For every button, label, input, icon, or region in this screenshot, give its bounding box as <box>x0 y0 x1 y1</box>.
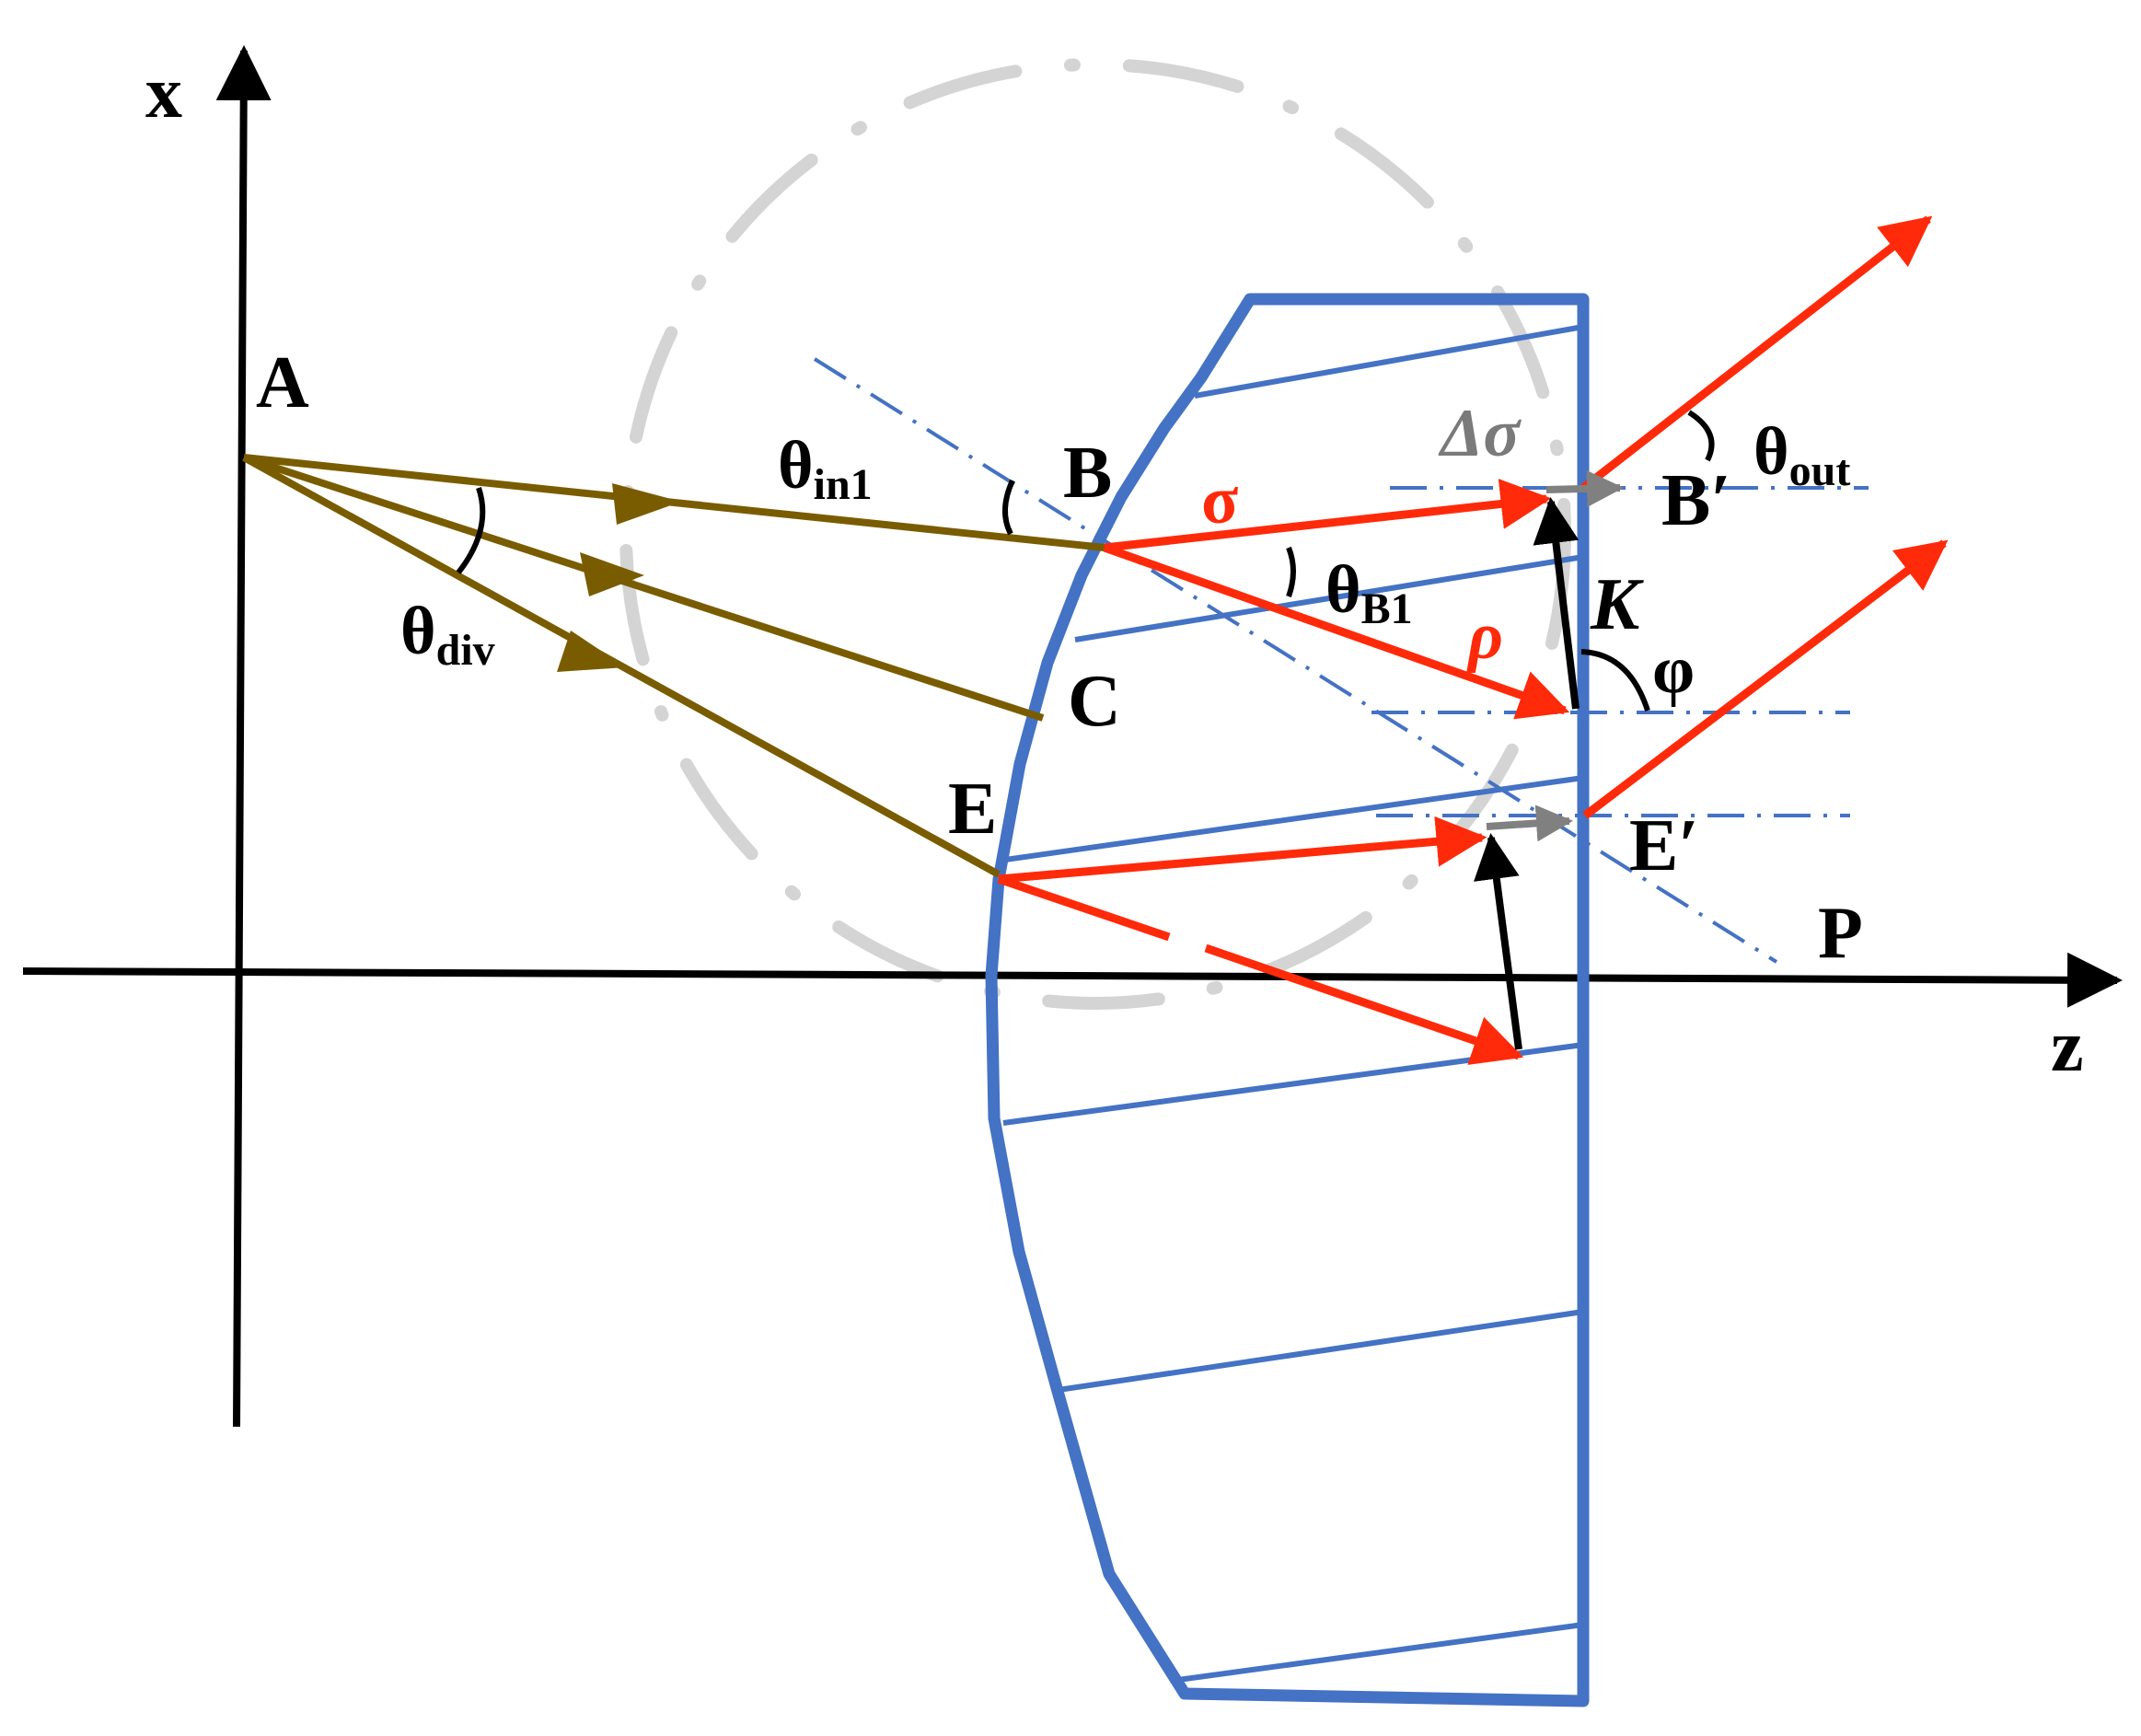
label-e: E <box>948 769 997 850</box>
label-c: C <box>1068 661 1121 742</box>
crystal-outline <box>985 293 1590 1707</box>
reference-lines <box>813 357 1869 964</box>
label-b-prime: B′ <box>1661 460 1731 541</box>
crystal-planes <box>998 324 1584 1683</box>
label-b: B <box>1063 433 1112 514</box>
incident-ray-arrowheads <box>557 483 681 672</box>
z-axis <box>22 952 2123 1008</box>
dashed-circle <box>619 58 1571 1010</box>
label-a: A <box>256 342 309 423</box>
label-delta-sigma: Δσ <box>1438 396 1522 471</box>
label-sigma: σ <box>1201 463 1238 538</box>
z-axis-label: z <box>2051 1006 2084 1087</box>
label-theta-in1: θin1 <box>778 428 873 509</box>
k-vectors <box>1474 497 1580 1050</box>
refracted-rays <box>997 215 1949 1065</box>
label-rho: ρ <box>1466 598 1503 674</box>
x-axis <box>215 45 272 1428</box>
label-e-prime: E′ <box>1629 805 1699 886</box>
label-phi: φ <box>1652 632 1695 708</box>
walkoff-arrows <box>1486 469 1624 842</box>
label-theta-b1: θB1 <box>1325 552 1413 633</box>
x-axis-label: x <box>145 52 182 133</box>
label-k: K <box>1590 564 1644 645</box>
label-p: P <box>1818 893 1863 974</box>
label-theta-div: θdiv <box>400 594 495 675</box>
label-theta-out: θout <box>1753 414 1850 495</box>
angle-arcs <box>456 410 1715 712</box>
